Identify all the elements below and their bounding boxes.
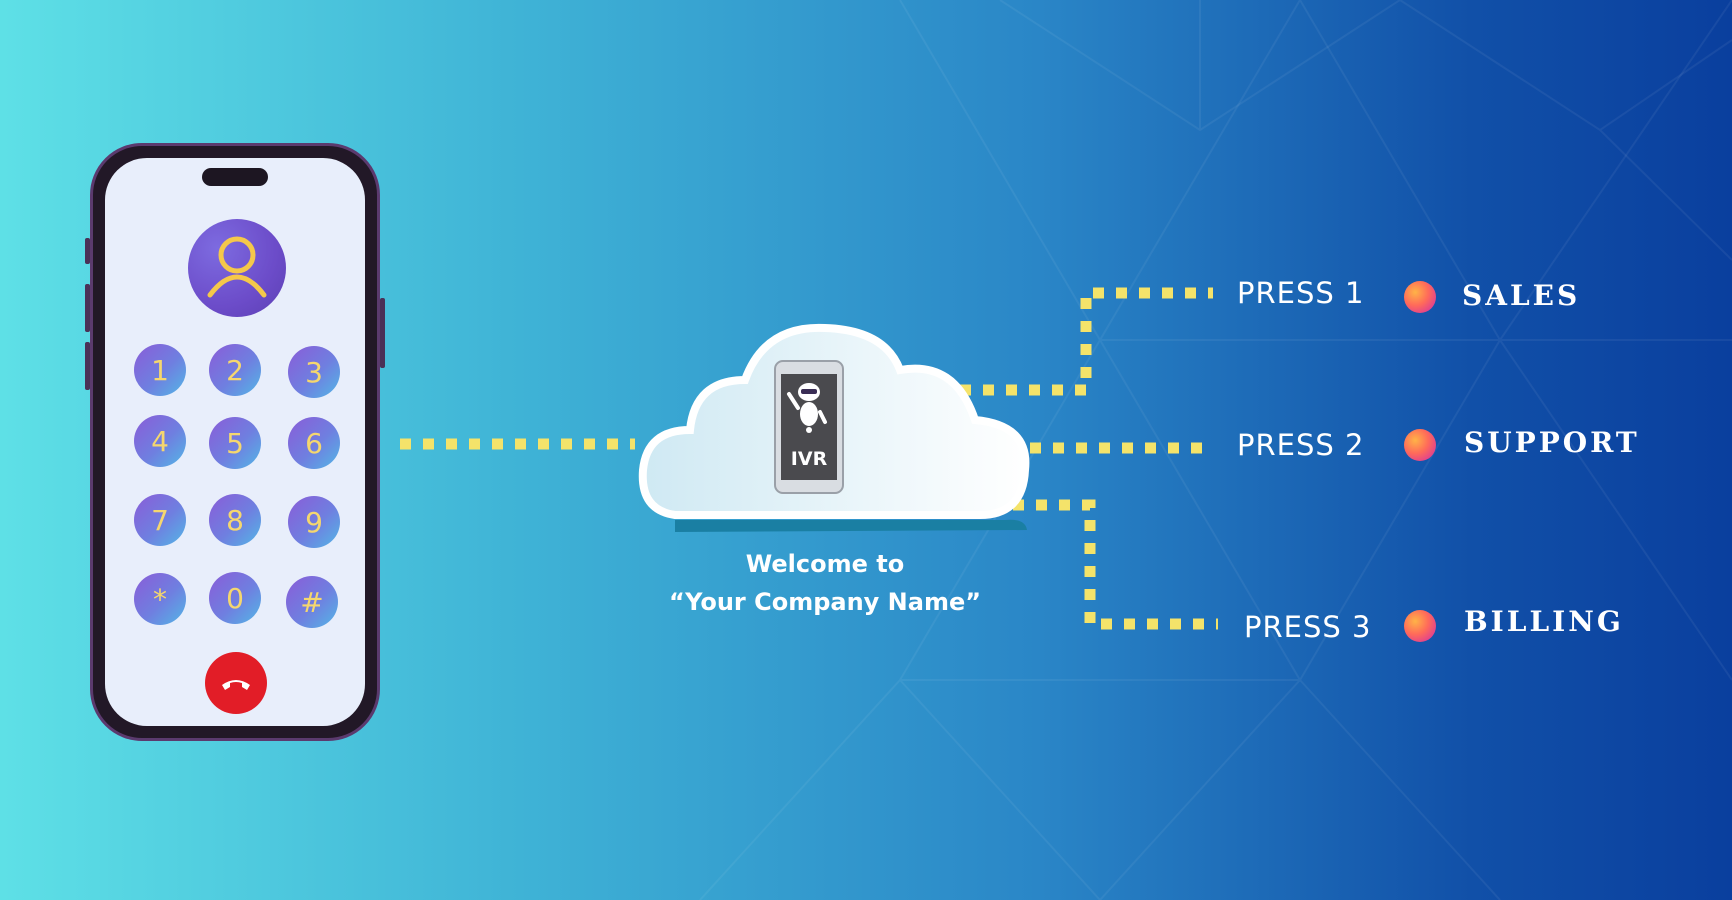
key-9[interactable]: 9 (288, 496, 340, 548)
phone-side-button (85, 238, 90, 264)
ivr-label: IVR (790, 448, 828, 470)
sales-label: SALES (1462, 279, 1581, 312)
billing-label: BILLING (1464, 605, 1624, 638)
key-0[interactable]: 0 (209, 572, 261, 624)
welcome-line-1: Welcome to (745, 550, 905, 578)
sales-bullet-icon (1404, 281, 1436, 313)
billing-bullet-icon (1404, 610, 1436, 642)
sales-connector (960, 287, 1213, 396)
key-3[interactable]: 3 (288, 346, 340, 398)
key-6[interactable]: 6 (288, 417, 340, 469)
press-3-label: PRESS 3 (1244, 610, 1372, 644)
hang-up-icon (222, 680, 250, 690)
phone-volume-down-button (85, 342, 90, 390)
phone-mockup: 1 2 3 4 5 6 7 8 9 * 0 # (85, 143, 385, 741)
billing-connector (1013, 499, 1218, 630)
key-5[interactable]: 5 (209, 417, 261, 469)
press-1-label: PRESS 1 (1237, 276, 1365, 310)
ivr-device: IVR (774, 360, 844, 494)
user-icon (207, 236, 267, 298)
phone-volume-up-button (85, 284, 90, 332)
key-7[interactable]: 7 (134, 494, 186, 546)
dial-keypad: 1 2 3 4 5 6 7 8 9 * 0 # (105, 158, 365, 726)
end-call-button[interactable] (205, 652, 267, 714)
key-star[interactable]: * (134, 573, 186, 625)
support-label: SUPPORT (1464, 426, 1640, 459)
key-4[interactable]: 4 (134, 415, 186, 467)
contact-avatar (188, 219, 286, 317)
robot-icon (787, 383, 827, 433)
phone-screen: 1 2 3 4 5 6 7 8 9 * 0 # (105, 158, 365, 726)
key-hash[interactable]: # (286, 576, 338, 628)
press-2-label: PRESS 2 (1237, 428, 1365, 462)
key-8[interactable]: 8 (209, 494, 261, 546)
ivr-device-screen: IVR (781, 374, 837, 480)
welcome-line-2: “Your Company Name” (668, 588, 982, 616)
phone-power-button (380, 298, 385, 368)
ivr-cloud: IVR (635, 320, 1030, 540)
key-1[interactable]: 1 (134, 344, 186, 396)
support-bullet-icon (1404, 429, 1436, 461)
phone-notch (202, 168, 268, 186)
key-2[interactable]: 2 (209, 344, 261, 396)
welcome-message: Welcome to “Your Company Name” (660, 545, 990, 621)
